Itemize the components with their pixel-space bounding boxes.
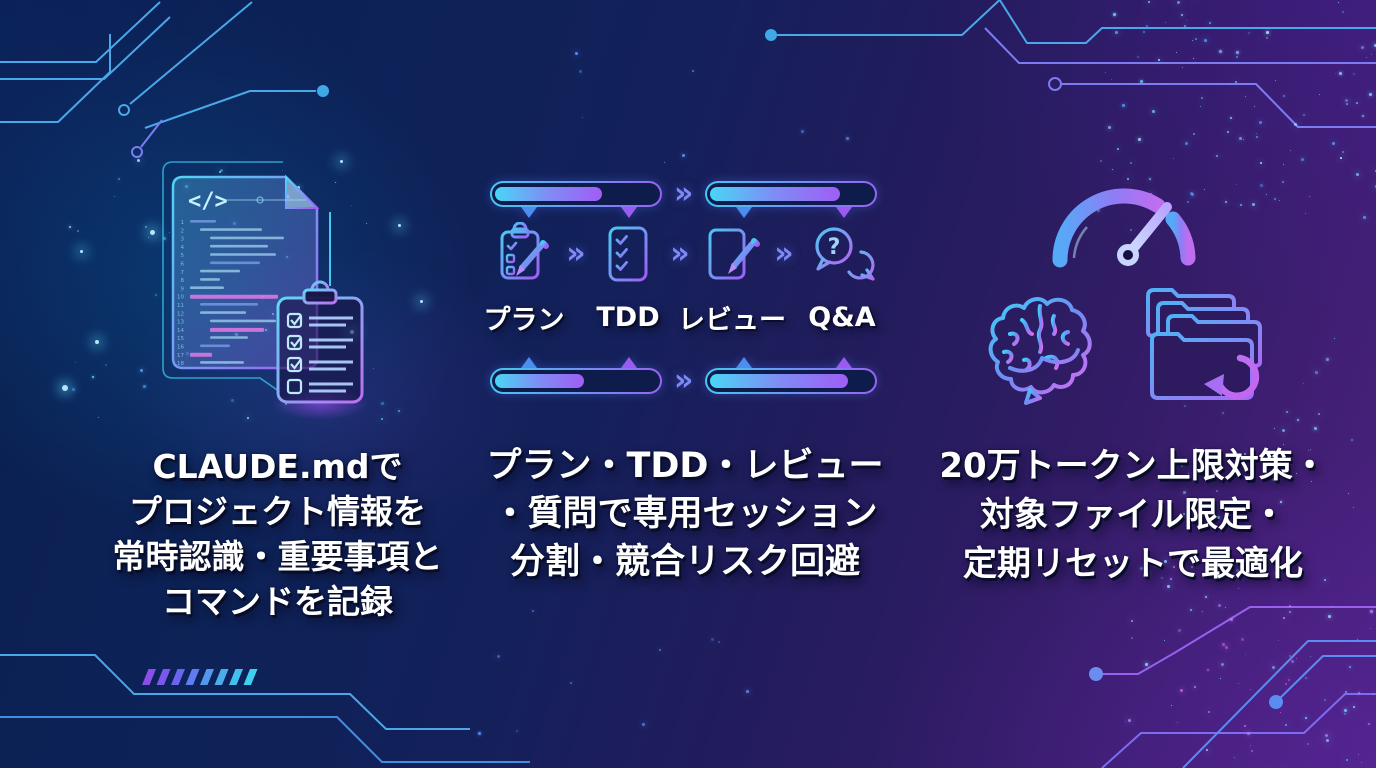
- progress-pill: [490, 181, 662, 218]
- right-caption: 20万トークン上限対策・ 対象ファイル限定・ 定期リセットで最適化: [916, 442, 1350, 589]
- step-label-qa: Q&A: [808, 302, 876, 333]
- progress-pill: [705, 357, 878, 394]
- svg-text:17: 17: [177, 353, 184, 359]
- caption-line: 分割・競合リスク回避: [509, 542, 860, 582]
- step-label-review: レビュー: [678, 305, 786, 336]
- question-mark: ?: [828, 235, 841, 260]
- speedometer-icon: [1052, 188, 1196, 274]
- chevron-icon: »: [566, 236, 586, 271]
- progress-pill: [705, 181, 878, 218]
- svg-text:11: 11: [177, 303, 184, 309]
- svg-text:7: 7: [181, 270, 185, 276]
- slanted-loading-bars: [142, 669, 258, 685]
- caption-line: CLAUDE.mdで: [152, 447, 403, 486]
- svg-text:5: 5: [181, 253, 185, 259]
- step-label-tdd: TDD: [596, 302, 660, 333]
- session-bars-top: »: [490, 176, 878, 218]
- step-label-plan: プラン: [483, 305, 565, 336]
- caption-line: ・質問で専用セッション: [492, 494, 878, 534]
- center-caption: プラン・TDD・レビュー ・質問で専用セッション 分割・競合リスク回避: [478, 442, 892, 586]
- clipboard-pencil-icon: [500, 222, 549, 280]
- svg-text:9: 9: [181, 286, 185, 292]
- svg-text:14: 14: [177, 328, 184, 334]
- svg-text:15: 15: [177, 336, 184, 342]
- caption-line: 定期リセットで最適化: [963, 544, 1303, 584]
- clipboard-checklist-icon: [276, 280, 364, 404]
- caption-line: 対象ファイル限定・: [980, 495, 1286, 535]
- svg-text:18: 18: [177, 361, 184, 367]
- checklist-icon: [608, 226, 648, 282]
- code-glyph: </>: [188, 189, 228, 214]
- progress-pill: [490, 357, 662, 394]
- document-pencil-icon: [708, 228, 760, 280]
- svg-text:2: 2: [181, 228, 185, 234]
- question-bubbles-icon: ?: [815, 227, 875, 281]
- chevron-icon: »: [674, 363, 694, 398]
- code-lines: [190, 220, 284, 364]
- progress-fill: [495, 187, 602, 201]
- caption-line: 20万トークン上限対策・: [939, 446, 1327, 486]
- progress-fill: [495, 374, 585, 388]
- caption-line: プラン・TDD・レビュー: [486, 446, 884, 486]
- workflow-steps: » » »: [484, 222, 880, 337]
- svg-text:3: 3: [181, 237, 185, 243]
- caption-line: コマンドを記録: [162, 582, 393, 621]
- folder-stack-refresh-icon: [1146, 288, 1262, 400]
- session-bars-bottom: »: [490, 357, 878, 398]
- chevron-icon: »: [670, 236, 690, 271]
- chevron-icon: »: [674, 176, 694, 211]
- progress-fill: [710, 187, 840, 201]
- svg-text:8: 8: [181, 278, 185, 284]
- svg-text:16: 16: [177, 345, 184, 351]
- svg-text:13: 13: [177, 320, 184, 326]
- left-caption: CLAUDE.mdで プロジェクト情報を 常時認識・重要事項と コマンドを記録: [95, 444, 460, 624]
- caption-line: 常時認識・重要事項と: [112, 537, 443, 576]
- svg-text:1: 1: [181, 220, 185, 226]
- brain-icon: [988, 297, 1092, 405]
- svg-text:6: 6: [181, 262, 185, 268]
- chevron-icon: »: [774, 236, 794, 271]
- svg-text:4: 4: [181, 245, 185, 251]
- svg-text:10: 10: [177, 295, 184, 301]
- svg-text:12: 12: [177, 311, 184, 317]
- caption-line: プロジェクト情報を: [129, 492, 426, 531]
- progress-fill: [710, 374, 849, 388]
